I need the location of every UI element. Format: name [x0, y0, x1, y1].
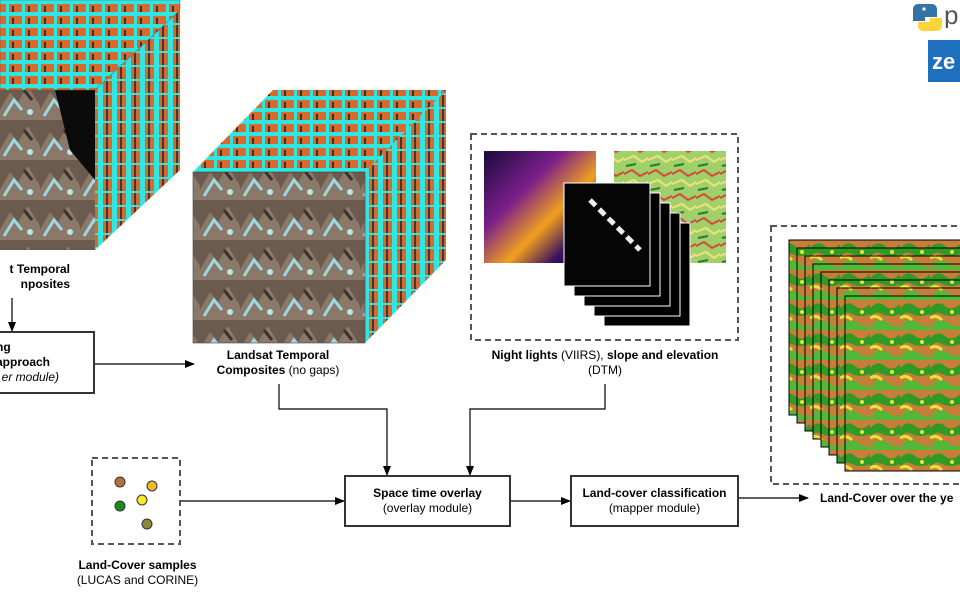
- mapper-title: Land-cover classification: [582, 486, 727, 500]
- auxiliary-label: Night lights (VIIRS), slope and elevatio…: [491, 348, 719, 377]
- temporal-composites-cube-partial: [0, 0, 181, 250]
- arrow-aux-to-overlay: [466, 384, 606, 476]
- python-logo-text: p: [944, 2, 959, 28]
- arrow-landsat-to-overlay: [278, 384, 391, 476]
- sample-point: [136, 494, 148, 506]
- landsat-composites-cube: [192, 90, 446, 344]
- output-label: Land-Cover over the ye: [820, 491, 954, 505]
- overlay-module-box: Space time overlay (overlay module): [344, 475, 511, 527]
- zenodo-logo: [928, 40, 960, 82]
- zenodo-logo-text: ze: [932, 50, 956, 74]
- land-cover-output-stack: [770, 225, 960, 485]
- mapper-subtitle: (mapper module): [608, 501, 701, 515]
- sample-point: [146, 480, 158, 492]
- sample-point: [114, 476, 126, 488]
- connectors: [8, 298, 809, 505]
- mapper-module-box: Land-cover classification (mapper module…: [570, 475, 739, 527]
- gapfill-subtitle: er module): [1, 370, 59, 384]
- landsat-label: Landsat Temporal Composites (no gaps): [216, 348, 340, 377]
- composites-label-partial: t Temporal nposites: [9, 262, 70, 291]
- samples-label: Land-Cover samples (LUCAS and CORINE): [76, 558, 199, 587]
- python-logo: [913, 4, 942, 31]
- gapfill-module-box: ng approach er module): [0, 331, 95, 394]
- sample-point: [114, 500, 126, 512]
- overlay-subtitle: (overlay module): [382, 501, 473, 515]
- gapfill-title: ng approach: [0, 340, 51, 369]
- land-cover-samples-group: [91, 457, 181, 545]
- elevation-layer-stack: [563, 182, 691, 327]
- overlay-title: Space time overlay: [373, 486, 482, 500]
- auxiliary-covariates-group: [470, 133, 739, 341]
- sample-point: [141, 518, 153, 530]
